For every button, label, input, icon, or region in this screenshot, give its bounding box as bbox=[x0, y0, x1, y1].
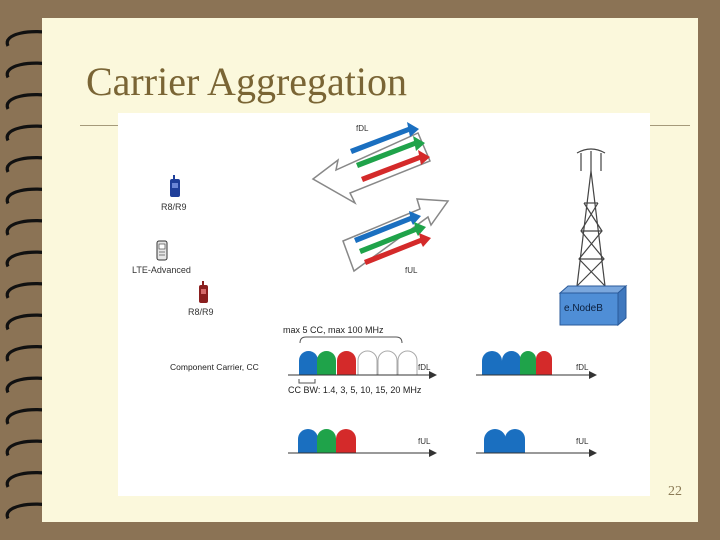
carrier-green bbox=[520, 351, 536, 375]
uplink-carrier-blue bbox=[354, 211, 421, 243]
spectrum-panel-dl-right bbox=[476, 351, 597, 379]
axis-label-fdl-right: fDL bbox=[576, 363, 589, 372]
spectrum-panel-ul-left bbox=[288, 429, 437, 457]
carrier-blue bbox=[299, 351, 318, 375]
axis-label-ful-left: fUL bbox=[418, 437, 431, 446]
uplink-carrier-green bbox=[359, 222, 426, 254]
max-cc-annotation: max 5 CC, max 100 MHz bbox=[283, 325, 384, 335]
device-label-r8-top: R8/R9 bbox=[161, 202, 187, 212]
enodeb-box bbox=[558, 284, 628, 327]
device-label-r8-bottom: R8/R9 bbox=[188, 307, 214, 317]
carrier-green bbox=[317, 429, 336, 453]
downlink-arrow-group: fDL bbox=[311, 122, 431, 205]
carrier-red bbox=[536, 351, 552, 375]
carrier-empty bbox=[377, 350, 398, 376]
spectrum-panel-ul-right bbox=[476, 429, 597, 457]
cc-bw-brace bbox=[298, 379, 316, 384]
slide-title: Carrier Aggregation bbox=[86, 59, 407, 104]
carrier-aggregation-figure: R8/R9 LTE-Advanced R8/R9 fDL fUL bbox=[118, 113, 650, 496]
device-phone-r8-top bbox=[170, 175, 180, 197]
carrier-red bbox=[337, 351, 356, 375]
uplink-arrow-group: fUL bbox=[342, 198, 450, 275]
carrier-empty bbox=[397, 350, 418, 376]
device-phone-lte-advanced bbox=[156, 240, 168, 261]
enodeb-tower bbox=[576, 148, 606, 287]
carrier-blue bbox=[505, 429, 525, 453]
page-number: 22 bbox=[668, 484, 682, 499]
enodeb-label: e.NodeB bbox=[564, 303, 603, 314]
axis-label-fdl-left: fDL bbox=[418, 363, 431, 372]
carrier-blue bbox=[502, 351, 521, 375]
max-cc-brace bbox=[299, 336, 403, 344]
downlink-carrier-blue bbox=[350, 122, 419, 154]
carrier-red bbox=[336, 429, 356, 453]
component-carrier-label: Component Carrier, CC bbox=[170, 362, 259, 372]
device-phone-r8-bottom bbox=[199, 281, 208, 303]
carrier-blue bbox=[484, 429, 506, 453]
carrier-empty bbox=[357, 350, 378, 376]
downlink-label: fDL bbox=[356, 124, 369, 133]
carrier-green bbox=[317, 351, 336, 375]
carrier-blue bbox=[298, 429, 318, 453]
uplink-carrier-red bbox=[364, 233, 431, 265]
device-label-lte-advanced: LTE-Advanced bbox=[132, 265, 191, 275]
axis-label-ful-right: fUL bbox=[576, 437, 589, 446]
carrier-blue bbox=[482, 351, 502, 375]
spectrum-panel-dl-left bbox=[288, 350, 437, 379]
uplink-label: fUL bbox=[405, 266, 418, 275]
downlink-carrier-green bbox=[356, 136, 425, 168]
downlink-carrier-red bbox=[361, 150, 430, 182]
cc-bw-annotation: CC BW: 1.4, 3, 5, 10, 15, 20 MHz bbox=[288, 385, 422, 395]
